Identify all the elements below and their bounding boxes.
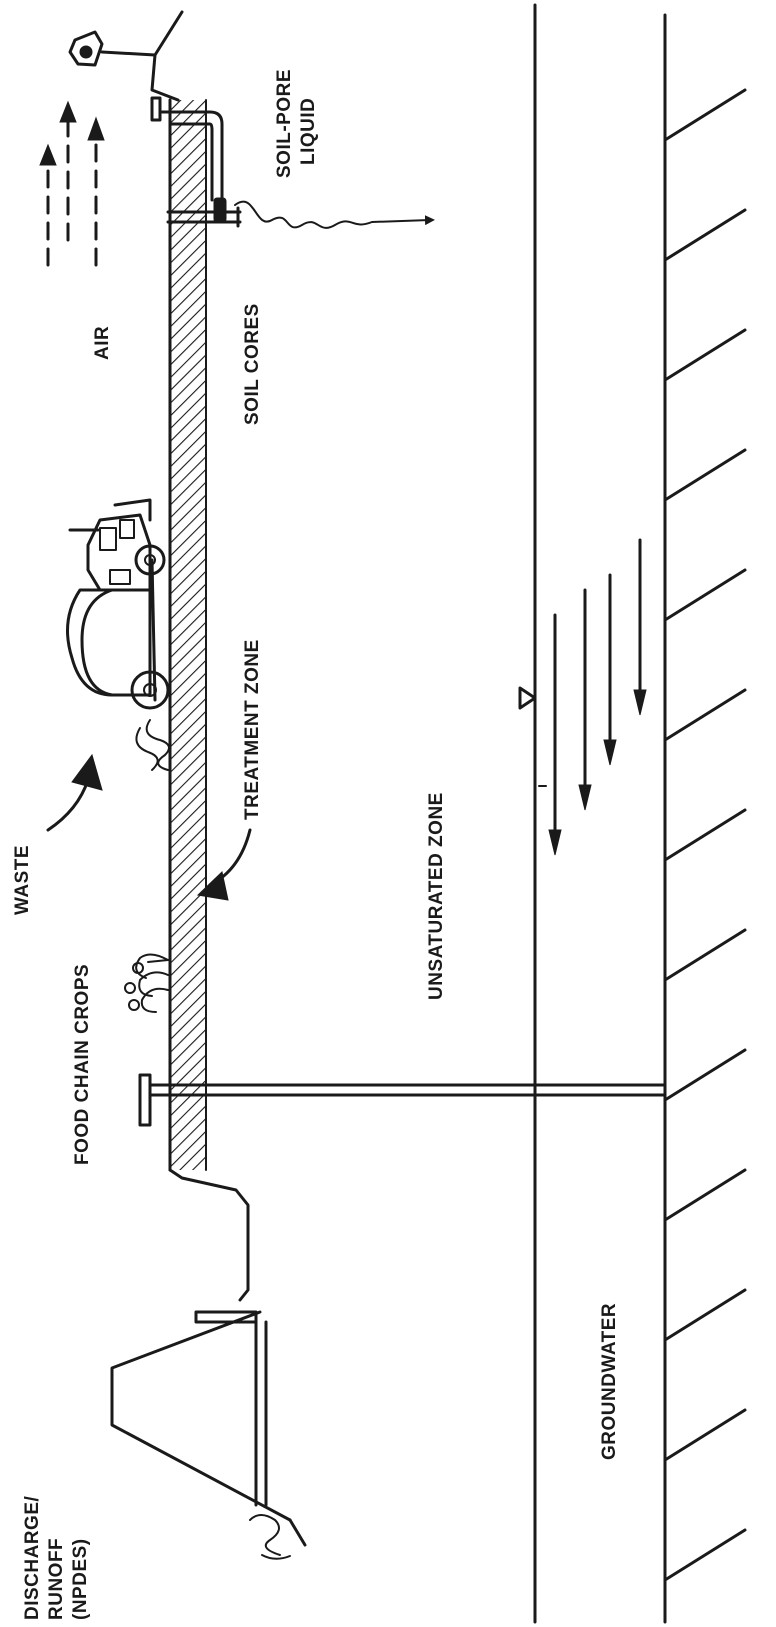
food-chain-crops xyxy=(124,953,169,1013)
label-waste: WASTE xyxy=(12,845,33,915)
soil-core-sampler xyxy=(166,206,242,228)
treatment-zone-arrow xyxy=(196,828,252,901)
air-arrows xyxy=(39,100,105,267)
label-discharge-line1: DISCHARGE/ xyxy=(22,1495,43,1620)
runoff-pipe xyxy=(194,1310,291,1560)
soil-pore-flow-arrow xyxy=(234,200,435,229)
label-soil-cores: SOIL CORES xyxy=(242,303,263,425)
labels: DISCHARGE/ RUNOFF (NPDES) FOOD CHAIN CRO… xyxy=(12,69,620,1620)
label-air: AIR xyxy=(92,326,113,360)
treatment-zone-band xyxy=(170,100,206,1170)
ground-surface xyxy=(110,10,307,1547)
water-table-marker xyxy=(518,686,547,787)
label-soil-pore-line2: LIQUID xyxy=(298,98,319,165)
label-discharge-line3: (NPDES) xyxy=(70,1538,91,1620)
label-unsaturated-zone: UNSATURATED ZONE xyxy=(426,792,447,1000)
label-soil-pore-line1: SOIL-PORE xyxy=(274,69,295,178)
monitoring-well xyxy=(138,1073,667,1127)
groundwater-flow-arrows xyxy=(548,538,647,856)
label-groundwater: GROUNDWATER xyxy=(599,1303,620,1460)
lysimeter-pipe xyxy=(150,96,227,223)
tank-truck xyxy=(66,498,170,771)
bedrock-ticks xyxy=(663,88,747,1582)
label-discharge-line2: RUNOFF xyxy=(46,1538,67,1620)
waste-arrow xyxy=(46,753,103,832)
label-food-chain-crops: FOOD CHAIN CROPS xyxy=(72,964,93,1165)
air-sampler xyxy=(68,30,157,67)
label-treatment-zone: TREATMENT ZONE xyxy=(242,639,263,820)
